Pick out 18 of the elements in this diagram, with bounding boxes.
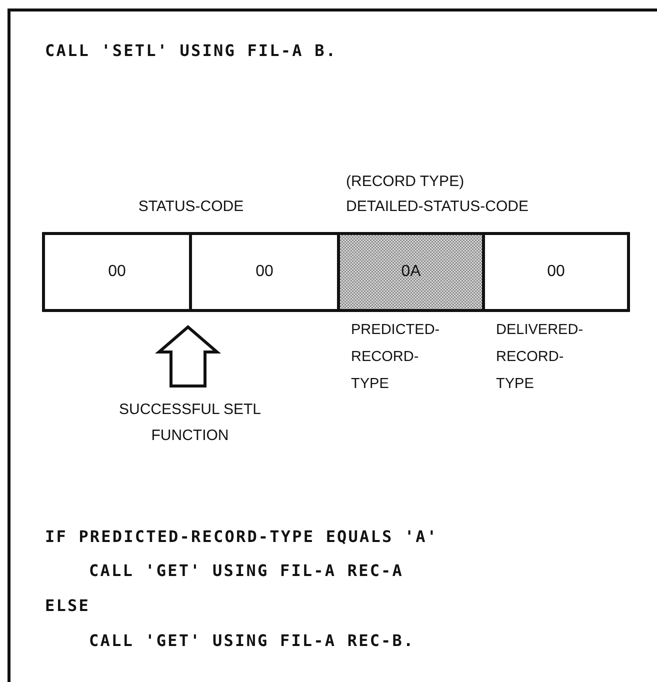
field-caption: PREDICTED- RECORD- TYPE (351, 321, 441, 394)
field-value: 00 (546, 263, 566, 281)
field-group-heading: DETAILED-STATUS-CODE (346, 197, 529, 217)
field-group-heading: (RECORD TYPE) (346, 172, 464, 192)
code-line: ELSE (45, 596, 90, 616)
code-line: CALL 'GET' USING FIL-A REC-B. (89, 631, 415, 651)
field-box (42, 232, 192, 312)
field-box (189, 232, 340, 312)
code-line: CALL 'SETL' USING FIL-A B. (45, 41, 338, 61)
code-line: CALL 'GET' USING FIL-A REC-A (89, 561, 404, 581)
shaded-field-box (337, 232, 485, 312)
field-group-heading: STATUS-CODE (137, 197, 245, 217)
field-value: 00 (254, 263, 274, 281)
code-line: IF PREDICTED-RECORD-TYPE EQUALS 'A' (45, 527, 438, 547)
field-value: 00 (107, 263, 127, 281)
field-box (482, 232, 630, 312)
field-caption: DELIVERED- RECORD- TYPE (496, 321, 584, 394)
arrow-caption: SUCCESSFUL SETL FUNCTION (118, 400, 262, 446)
